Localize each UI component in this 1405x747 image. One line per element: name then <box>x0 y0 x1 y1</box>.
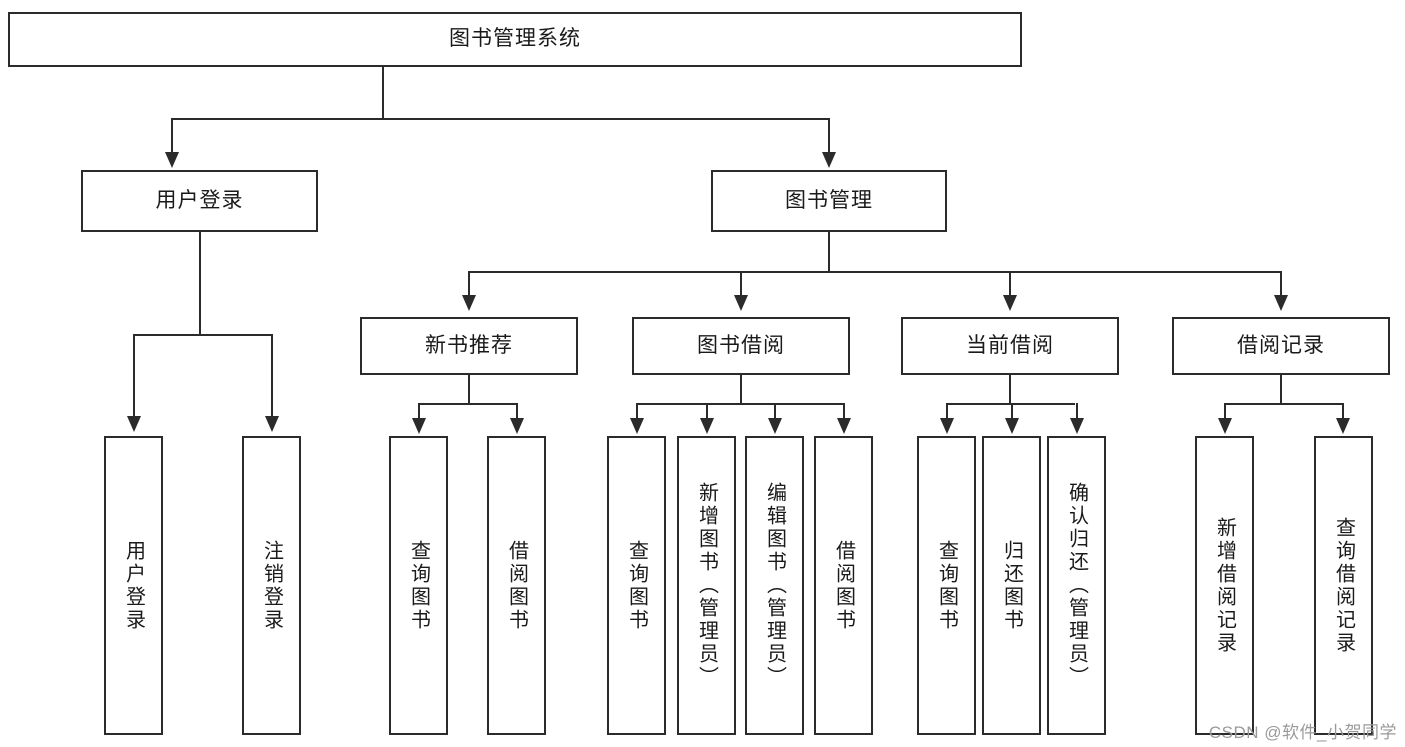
node-leaf-user-login-label: 用户登录 <box>122 539 145 632</box>
connector-current-borrow-c2 <box>1011 403 1013 420</box>
node-leaf-edit-book-label: 编辑图书（管理员） <box>763 482 786 689</box>
arrowhead-leaf-query-book-3 <box>940 418 954 434</box>
node-current-borrow-label: 当前借阅 <box>966 333 1054 357</box>
arrowhead-leaf-borrow-book-2 <box>837 418 851 434</box>
connector-borrow-record-c2 <box>1342 403 1344 420</box>
node-current-borrow[interactable]: 当前借阅 <box>901 317 1119 375</box>
arrowhead-new-book-rec <box>462 295 476 311</box>
connector-new-book-rec-bar <box>418 403 518 405</box>
node-root[interactable]: 图书管理系统 <box>8 12 1022 67</box>
connector-to-current-borrow <box>1009 271 1011 297</box>
node-leaf-query-book-3[interactable]: 查询图书 <box>917 436 976 735</box>
node-borrow-record[interactable]: 借阅记录 <box>1172 317 1390 375</box>
node-book-borrow-label: 图书借阅 <box>697 333 785 357</box>
arrowhead-leaf-edit-book <box>768 418 782 434</box>
node-leaf-query-book-1-label: 查询图书 <box>407 539 430 632</box>
arrowhead-book-borrow <box>734 295 748 311</box>
connector-book-borrow-stem <box>740 375 742 404</box>
connector-to-borrow-record <box>1280 271 1282 297</box>
connector-root-to-user-login <box>171 118 173 154</box>
connector-current-borrow-c3 <box>1076 403 1078 420</box>
connector-user-login-bar <box>133 334 273 336</box>
arrowhead-leaf-confirm-return <box>1070 418 1084 434</box>
connector-new-book-rec-stem <box>468 375 470 404</box>
node-book-manage-label: 图书管理 <box>785 188 873 212</box>
connector-book-manage-stem <box>828 232 830 272</box>
node-leaf-query-record-label: 查询借阅记录 <box>1332 516 1355 655</box>
arrowhead-leaf-borrow-book-1 <box>510 418 524 434</box>
arrowhead-leaf-user-login <box>127 416 141 432</box>
node-leaf-confirm-return-label: 确认归还（管理员） <box>1065 482 1088 689</box>
arrowhead-leaf-logout <box>265 416 279 432</box>
connector-borrow-record-stem <box>1280 375 1282 404</box>
node-leaf-query-book-3-label: 查询图书 <box>935 539 958 632</box>
node-root-label: 图书管理系统 <box>449 27 581 51</box>
connector-book-borrow-c2 <box>706 403 708 420</box>
node-user-login-label: 用户登录 <box>155 188 244 212</box>
node-leaf-add-record[interactable]: 新增借阅记录 <box>1195 436 1254 735</box>
arrowhead-borrow-record <box>1274 295 1288 311</box>
node-book-borrow[interactable]: 图书借阅 <box>632 317 850 375</box>
connector-to-new-book-rec <box>468 271 470 297</box>
arrowhead-leaf-add-record <box>1218 418 1232 434</box>
connector-to-book-borrow <box>740 271 742 297</box>
connector-root-bar <box>171 118 586 120</box>
connector-book-borrow-c1 <box>636 403 638 420</box>
node-leaf-borrow-book-1[interactable]: 借阅图书 <box>487 436 546 735</box>
node-leaf-edit-book[interactable]: 编辑图书（管理员） <box>745 436 804 735</box>
node-leaf-query-book-1[interactable]: 查询图书 <box>389 436 448 735</box>
node-leaf-borrow-book-2-label: 借阅图书 <box>832 539 855 632</box>
connector-current-borrow-stem <box>1009 375 1011 404</box>
connector-book-borrow-c4 <box>843 403 845 420</box>
node-leaf-user-login[interactable]: 用户登录 <box>104 436 163 735</box>
connector-root-stem <box>382 67 384 119</box>
node-leaf-logout-label: 注销登录 <box>260 539 283 632</box>
arrowhead-leaf-query-book-2 <box>630 418 644 434</box>
connector-root-to-book-manage <box>828 118 830 154</box>
node-user-login[interactable]: 用户登录 <box>81 170 318 232</box>
connector-new-book-rec-c1 <box>418 403 420 420</box>
arrowhead-book-manage <box>822 152 836 168</box>
connector-new-book-rec-c2 <box>516 403 518 420</box>
node-leaf-query-record[interactable]: 查询借阅记录 <box>1314 436 1373 735</box>
connector-current-borrow-bar <box>946 403 1075 405</box>
node-leaf-borrow-book-2[interactable]: 借阅图书 <box>814 436 873 735</box>
connector-user-login-left <box>133 334 135 418</box>
arrowhead-leaf-add-book <box>700 418 714 434</box>
node-leaf-add-book-label: 新增图书（管理员） <box>695 482 718 689</box>
arrowhead-leaf-query-book-1 <box>412 418 426 434</box>
node-book-manage[interactable]: 图书管理 <box>711 170 947 232</box>
node-new-book-rec-label: 新书推荐 <box>425 333 513 357</box>
node-leaf-add-record-label: 新增借阅记录 <box>1213 516 1236 655</box>
node-leaf-return-book-label: 归还图书 <box>1000 539 1023 632</box>
connector-borrow-record-c1 <box>1224 403 1226 420</box>
node-leaf-return-book[interactable]: 归还图书 <box>982 436 1041 735</box>
arrowhead-leaf-return-book <box>1005 418 1019 434</box>
node-borrow-record-label: 借阅记录 <box>1237 333 1325 357</box>
connector-borrow-record-bar <box>1224 403 1344 405</box>
node-leaf-add-book[interactable]: 新增图书（管理员） <box>677 436 736 735</box>
arrowhead-user-login <box>165 152 179 168</box>
node-leaf-query-book-2-label: 查询图书 <box>625 539 648 632</box>
connector-root-bar-right <box>584 118 830 120</box>
arrowhead-leaf-query-record <box>1336 418 1350 434</box>
node-leaf-confirm-return[interactable]: 确认归还（管理员） <box>1047 436 1106 735</box>
connector-user-login-right <box>271 334 273 418</box>
connector-user-login-stem <box>199 232 201 335</box>
connector-current-borrow-c1 <box>946 403 948 420</box>
node-leaf-query-book-2[interactable]: 查询图书 <box>607 436 666 735</box>
connector-book-manage-bar <box>468 271 1282 273</box>
arrowhead-current-borrow <box>1003 295 1017 311</box>
node-leaf-borrow-book-1-label: 借阅图书 <box>505 539 528 632</box>
node-new-book-rec[interactable]: 新书推荐 <box>360 317 578 375</box>
connector-book-borrow-bar <box>636 403 844 405</box>
connector-book-borrow-c3 <box>774 403 776 420</box>
node-leaf-logout[interactable]: 注销登录 <box>242 436 301 735</box>
